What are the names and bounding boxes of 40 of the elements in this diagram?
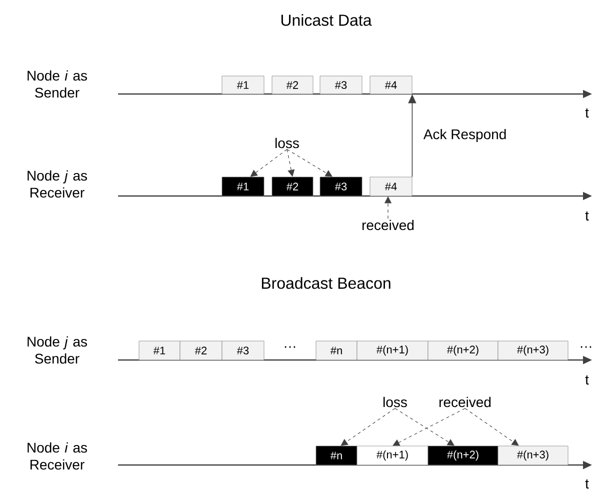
axis-label: t bbox=[585, 211, 589, 221]
packet-box: #1 bbox=[138, 340, 180, 360]
packet-box: #1 bbox=[222, 176, 264, 196]
packet-box: #(n+1) bbox=[356, 340, 428, 360]
packet-box: #(n+3) bbox=[498, 340, 568, 360]
arrow bbox=[464, 408, 519, 446]
packet-box: #2 bbox=[180, 340, 222, 360]
ellipsis: … bbox=[578, 345, 594, 349]
row-label: Node i as Sender bbox=[28, 70, 87, 98]
section-title: Broadcast Beacon bbox=[262, 277, 390, 289]
annotation-text: loss bbox=[384, 396, 407, 408]
annotation-text: received bbox=[362, 220, 414, 230]
row-label: Node i as Receiver bbox=[28, 442, 87, 470]
packet-box: #2 bbox=[272, 76, 314, 94]
packet-box: #3 bbox=[222, 340, 264, 360]
annotation-text: received bbox=[439, 396, 491, 408]
section-title: Unicast Data bbox=[281, 14, 372, 26]
ellipsis: … bbox=[282, 345, 298, 349]
edge-label: Ack Respond bbox=[422, 128, 508, 144]
packet-box: #(n+2) bbox=[428, 446, 498, 466]
packet-box: #4 bbox=[370, 176, 412, 196]
packet-box: #3 bbox=[320, 176, 362, 196]
axis-label: t bbox=[585, 375, 589, 385]
row-label: Node j as Receiver bbox=[28, 170, 87, 198]
arrow bbox=[250, 149, 288, 177]
arrow bbox=[392, 408, 466, 446]
packet-box: #3 bbox=[320, 76, 362, 94]
annotation-text: loss bbox=[276, 138, 299, 148]
packet-box: #(n+1) bbox=[356, 446, 428, 466]
packet-box: #n bbox=[316, 340, 358, 360]
packet-box: #1 bbox=[222, 76, 264, 94]
axis-label: t bbox=[585, 108, 589, 118]
packet-box: #2 bbox=[272, 176, 314, 196]
arrow bbox=[340, 408, 396, 446]
packet-box: #(n+2) bbox=[428, 340, 498, 360]
packet-box: #4 bbox=[370, 76, 412, 94]
axis-label: t bbox=[585, 479, 589, 489]
packet-box: #(n+3) bbox=[498, 446, 568, 466]
row-label: Node j as Sender bbox=[28, 336, 87, 364]
packet-box: #n bbox=[316, 446, 358, 466]
